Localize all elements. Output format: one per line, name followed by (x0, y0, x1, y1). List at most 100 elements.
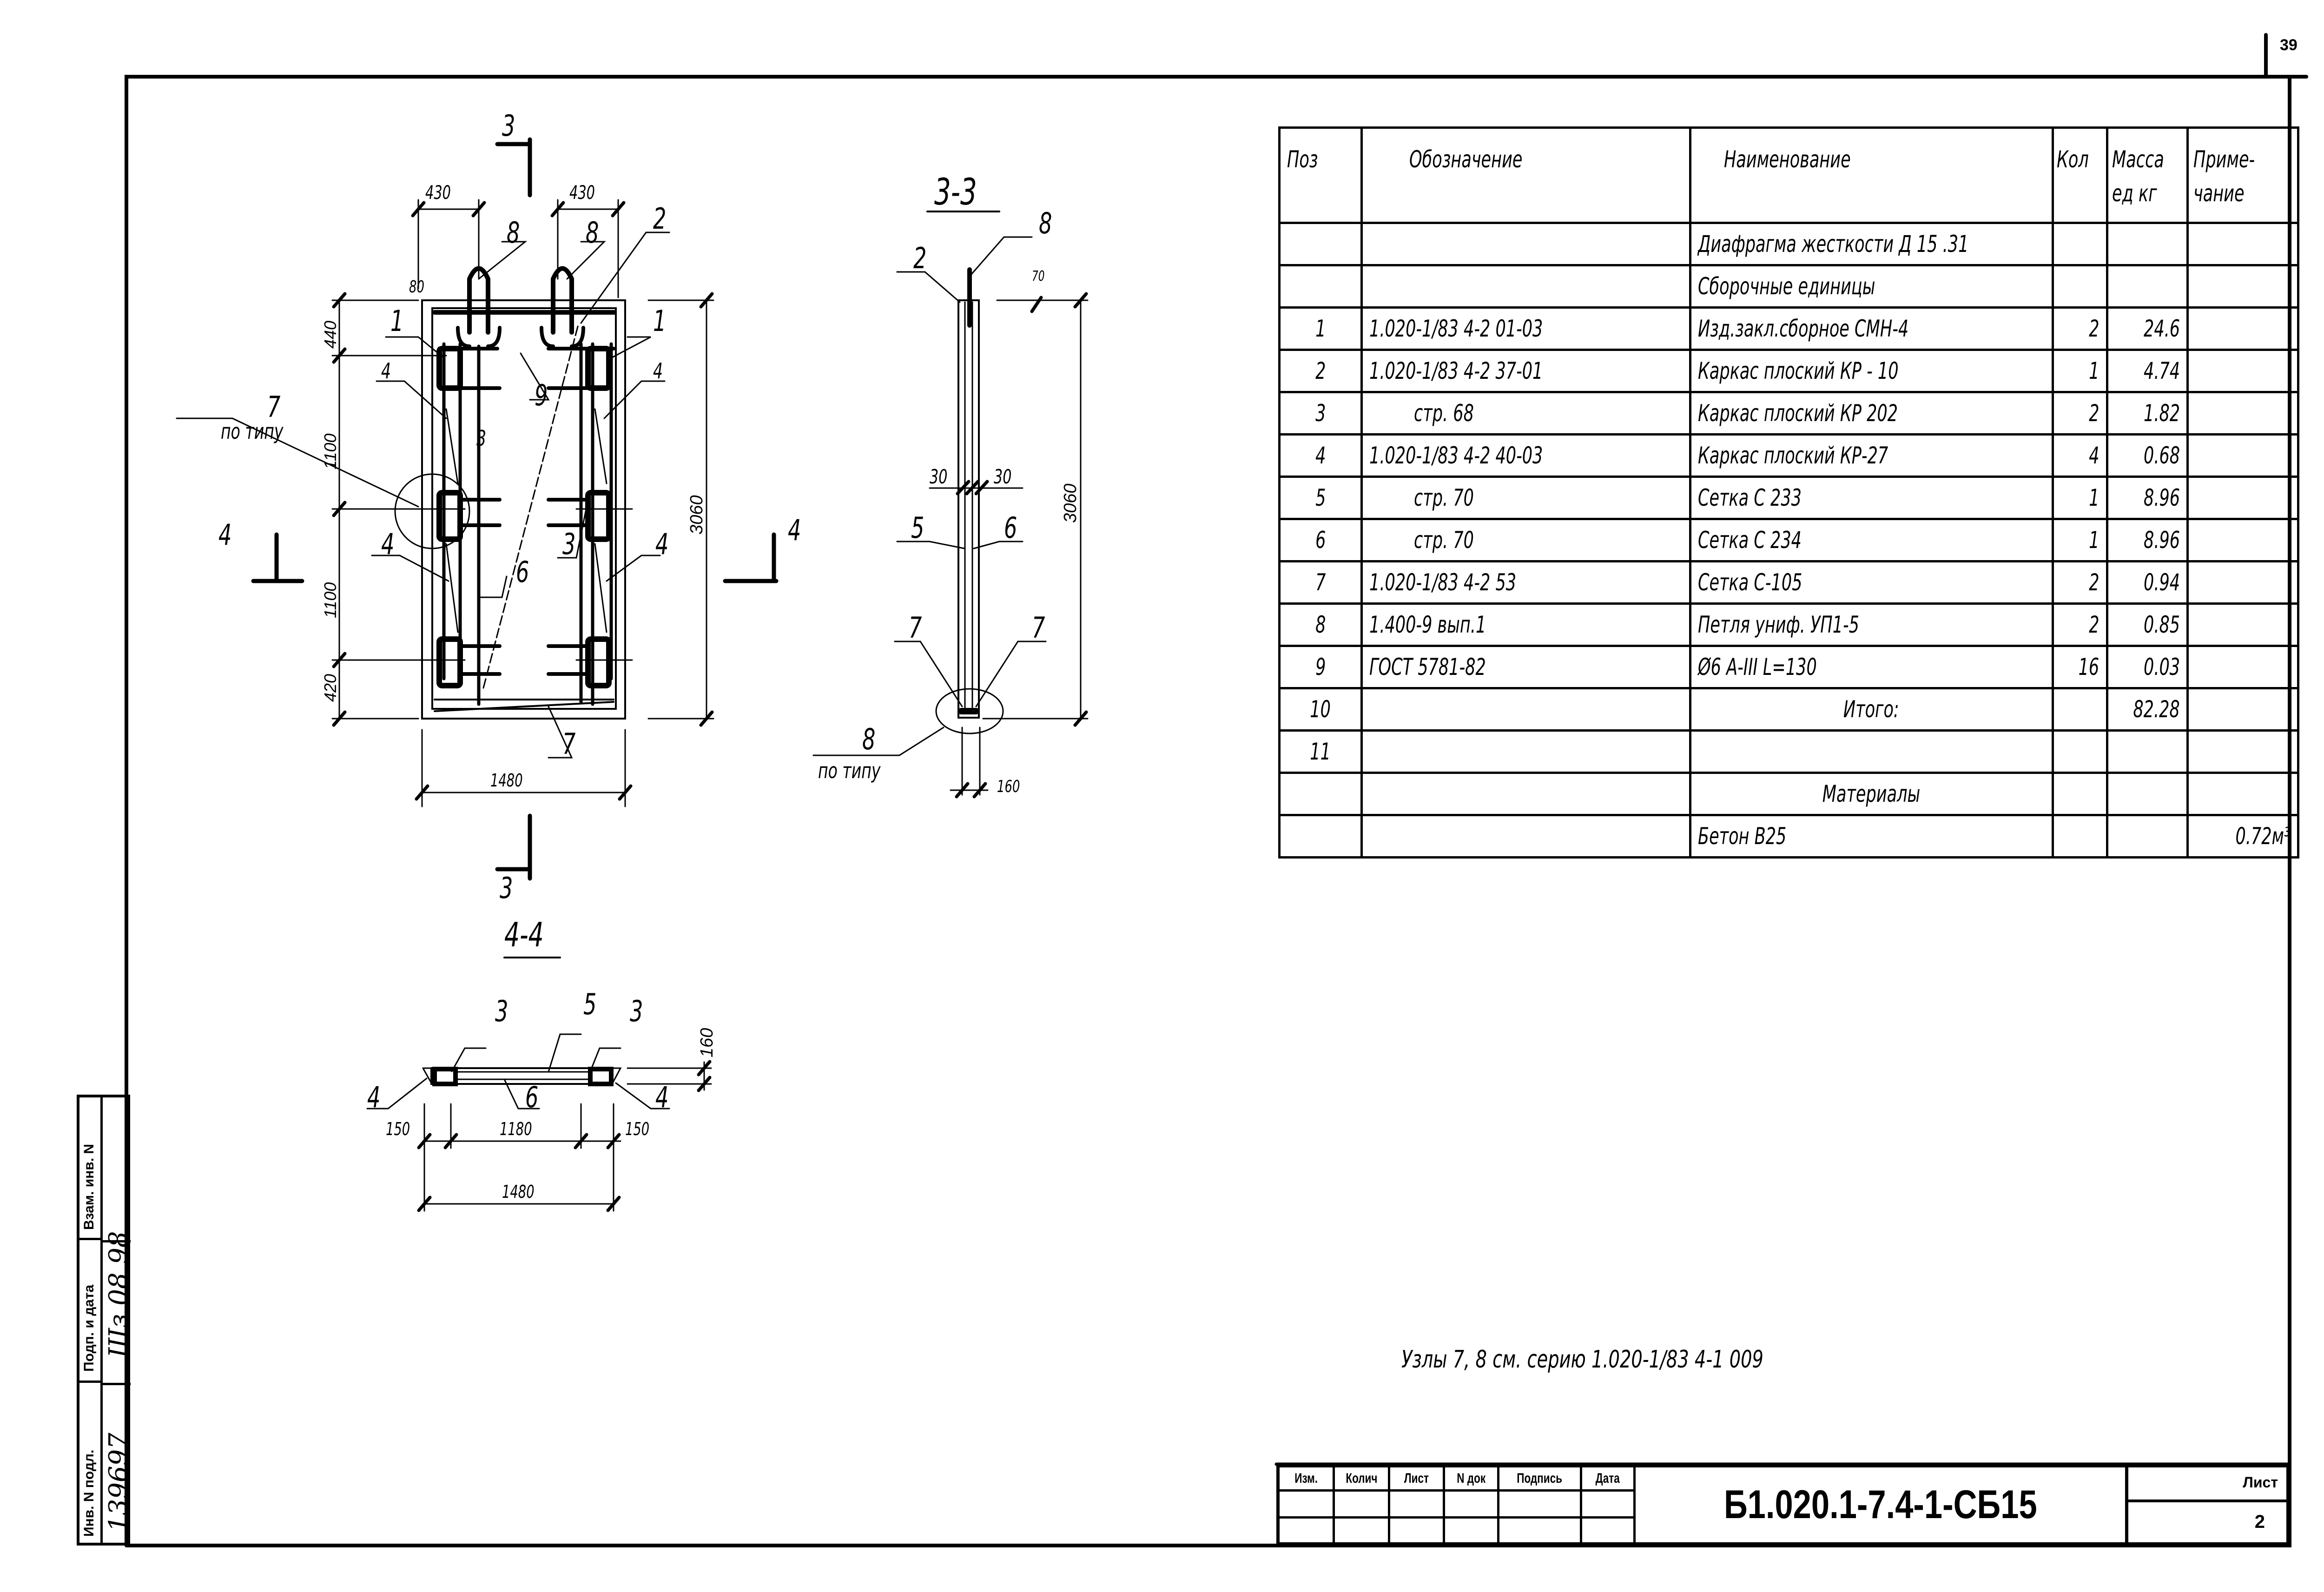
callout-5: 5 (583, 987, 597, 1021)
cell-name: Материалы (1689, 772, 2054, 816)
section-3-3-ticks (955, 292, 1088, 799)
revision-cell (1390, 1492, 1445, 1519)
callout-7-node: 7 (267, 390, 281, 424)
revision-cell (1280, 1519, 1335, 1546)
cell-note (2186, 518, 2299, 562)
header-name: Наименование (1689, 126, 2054, 224)
title-col-ndok: N док (1445, 1467, 1499, 1492)
cell-mass (2106, 814, 2189, 859)
stamp-inv-value: 139697 (104, 1433, 134, 1532)
cell-qty: 2 (2051, 306, 2108, 351)
section-mark-4-right (723, 532, 779, 583)
footnote: Узлы 7, 8 см. серию 1.020-1/83 4-1 009 (1401, 1346, 1763, 1374)
leader-6 (482, 322, 580, 689)
loop-right (551, 266, 574, 335)
cell-name: Сборочные единицы (1689, 264, 2054, 309)
section-4-4-title: 4-4 (504, 915, 544, 954)
loop-hooks (456, 326, 585, 348)
section-4-4-mesh (455, 1071, 591, 1080)
front-view (176, 137, 779, 881)
cell-qty: 2 (2051, 602, 2108, 647)
section-4-4-cage-left (432, 1067, 458, 1086)
cell-designation: 1.020-1/83 4-2 01-03 (1360, 306, 1691, 351)
title-col-kolich: Колич (1335, 1467, 1390, 1492)
cell-mass: 4.74 (2106, 349, 2189, 393)
callout-6: 6 (1004, 511, 1017, 545)
revision-cell (1390, 1519, 1445, 1546)
revision-cell (1445, 1519, 1499, 1546)
cell-qty (2051, 772, 2108, 816)
dimension-label: 440 (321, 320, 340, 349)
cell-mass (2106, 772, 2189, 816)
cell-designation (1360, 772, 1691, 816)
cell-pos: 7 (1278, 560, 1363, 605)
dimension-label: 160 (697, 1028, 717, 1057)
callout-3: 3 (476, 426, 487, 451)
callout-1: 1 (390, 304, 404, 338)
title-col-list: Лист (1390, 1467, 1445, 1492)
cell-note (2186, 687, 2299, 732)
cell-qty: 1 (2051, 349, 2108, 393)
title-col-podpis: Подпись (1499, 1467, 1582, 1492)
callout-4: 4 (655, 527, 669, 561)
callout-8: 8 (1039, 206, 1052, 240)
section-3-3-leaders (812, 236, 1047, 756)
revision-cell (1582, 1492, 1636, 1519)
cell-pos (1278, 814, 1363, 859)
cell-pos: 8 (1278, 602, 1363, 647)
cell-mass: 8.96 (2106, 476, 2189, 520)
header-designation: Обозначение (1360, 126, 1691, 224)
cell-note (2186, 602, 2299, 647)
cell-note (2186, 433, 2299, 478)
cell-designation: ГОСТ 5781-82 (1360, 645, 1691, 689)
cell-mass: 0.85 (2106, 602, 2189, 647)
cell-name: Итого: (1689, 687, 2054, 732)
cell-designation (1360, 687, 1691, 732)
stamp-sign-label: Подп. и дата (81, 1284, 97, 1372)
cell-qty (2051, 729, 2108, 774)
section-mark-label: 3 (500, 871, 513, 905)
callout-3: 3 (562, 527, 576, 561)
section-4-4-slab (430, 1067, 614, 1085)
cage-diagonals (445, 408, 607, 633)
cell-qty: 2 (2051, 560, 2108, 605)
cell-qty (2051, 814, 2108, 859)
cell-designation: стр. 70 (1360, 518, 1691, 562)
callout-4: 4 (381, 358, 391, 383)
cell-qty (2051, 264, 2108, 309)
cell-note (2186, 349, 2299, 393)
cell-mass: 24.6 (2106, 306, 2189, 351)
callout-9: 9 (535, 378, 548, 412)
cell-note (2186, 391, 2299, 436)
dimension-label: 70 (1032, 268, 1045, 284)
section-4-4-ticks (417, 1060, 712, 1212)
cell-pos (1278, 264, 1363, 309)
stamp-inv-label: Инв. N подл. (81, 1449, 97, 1537)
callout-2: 2 (653, 202, 667, 236)
section-4-4-cage-right (588, 1067, 614, 1086)
cell-mass (2106, 222, 2189, 266)
revision-cell (1280, 1492, 1335, 1519)
cell-name: Ø6 А-III L=130 (1689, 645, 2054, 689)
dim-bottom (421, 729, 626, 807)
section-mark-label: 4 (218, 518, 232, 552)
cell-name: Изд.закл.сборное СМН-4 (1689, 306, 2054, 351)
header-pos: Поз (1278, 126, 1363, 224)
dimension-label: 1100 (321, 433, 340, 469)
cell-designation (1360, 729, 1691, 774)
cell-name: Каркас плоский КР-27 (1689, 433, 2054, 478)
cell-note: 0.72м³ (2186, 814, 2299, 859)
cell-pos (1278, 222, 1363, 266)
cell-pos (1278, 772, 1363, 816)
callout-1: 1 (653, 304, 667, 338)
cell-name: Сетка С-105 (1689, 560, 2054, 605)
callout-6: 6 (516, 555, 529, 589)
dimension-label: 150 (625, 1119, 650, 1139)
cell-note (2186, 306, 2299, 351)
